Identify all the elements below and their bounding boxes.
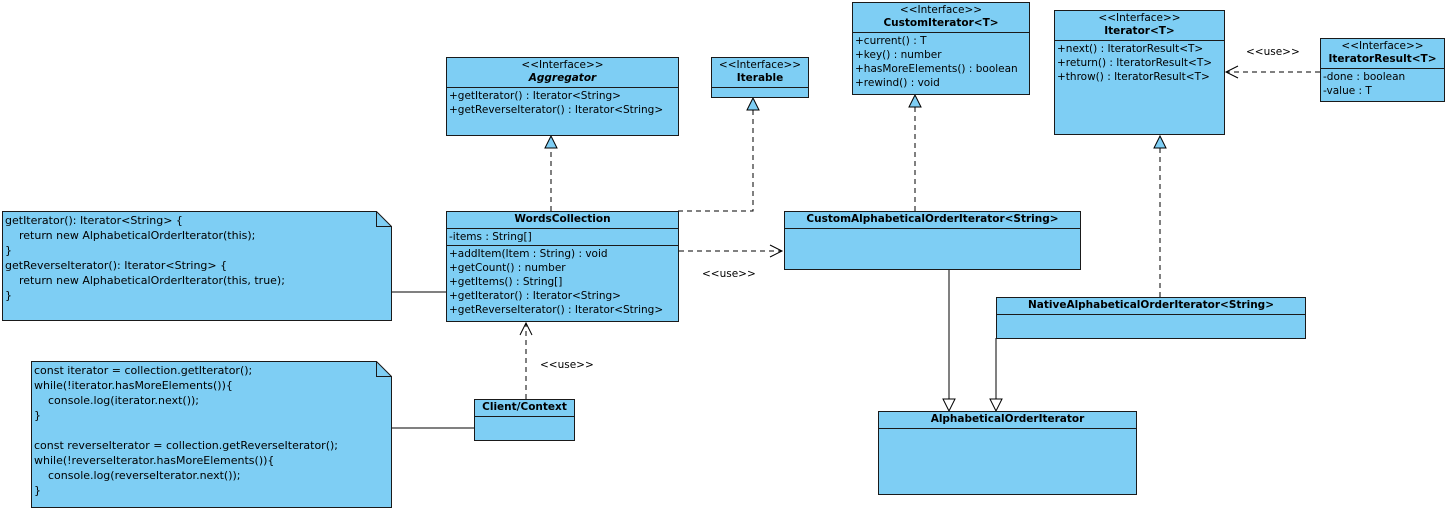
class-header: <<Interface>> CustomIterator<T> [853, 3, 1029, 33]
class-custom-alphabetical-order-iterator[interactable]: CustomAlphabeticalOrderIterator<String> [784, 211, 1081, 270]
stereotype: <<Interface>> [521, 59, 604, 71]
class-name: AlphabeticalOrderIterator [930, 413, 1085, 425]
stereotype: <<Interface>> [1098, 12, 1181, 24]
class-name: CustomIterator<T> [883, 17, 999, 29]
realization-arrowhead [908, 93, 922, 108]
use-label-iterator-result: <<use>> [1246, 46, 1300, 58]
methods-section: +getIterator() : Iterator<String> +getRe… [447, 88, 678, 118]
class-name: IteratorResult<T> [1328, 53, 1437, 65]
class-header: <<Interface>> Iterable [712, 58, 808, 88]
attributes-section: -done : boolean -value : T [1321, 69, 1444, 99]
class-header: CustomAlphabeticalOrderIterator<String> [785, 212, 1080, 229]
note-client-code[interactable]: const iterator = collection.getIterator(… [31, 361, 392, 508]
method: +throw() : IteratorResult<T> [1057, 71, 1210, 83]
method: +getReverseIterator() : Iterator<String> [449, 104, 664, 116]
class-name: Iterator<T> [1104, 25, 1175, 37]
class-name: CustomAlphabeticalOrderIterator<String> [806, 213, 1059, 225]
dependency-arrowhead [519, 321, 533, 336]
method: +getIterator() : Iterator<String> [449, 290, 621, 302]
method: +current() : T [855, 35, 927, 47]
realization-arrowhead [746, 96, 760, 111]
class-iterator[interactable]: <<Interface>> Iterator<T> +next() : Iter… [1054, 10, 1225, 135]
method: +return() : IteratorResult<T> [1057, 57, 1213, 69]
class-name: WordsCollection [514, 213, 611, 225]
class-header: Client/Context [475, 400, 574, 417]
note-shape [2, 211, 392, 321]
method: +rewind() : void [855, 77, 940, 89]
class-native-alphabetical-order-iterator[interactable]: NativeAlphabeticalOrderIterator<String> [996, 297, 1306, 339]
class-header: <<Interface>> Aggregator [447, 58, 678, 88]
note-text: getIterator(): Iterator<String> { return… [5, 214, 285, 302]
class-aggregator[interactable]: <<Interface>> Aggregator +getIterator() … [446, 57, 679, 136]
class-name: Client/Context [482, 401, 567, 413]
class-header: <<Interface>> Iterator<T> [1055, 11, 1224, 41]
method: +getIterator() : Iterator<String> [449, 90, 621, 102]
attributes-section: -items : String[] [447, 229, 678, 246]
class-words-collection[interactable]: WordsCollection -items : String[] +addIt… [446, 211, 679, 322]
method: +getCount() : number [449, 262, 566, 274]
class-header: NativeAlphabeticalOrderIterator<String> [997, 298, 1305, 315]
dependency-arrowhead [1224, 65, 1239, 79]
realization-arrowhead [544, 134, 558, 149]
stereotype: <<Interface>> [899, 4, 983, 16]
method: +getItems() : String[] [449, 276, 563, 288]
class-custom-iterator[interactable]: <<Interface>> CustomIterator<T> +current… [852, 2, 1030, 95]
generalization-arrowhead [942, 398, 956, 413]
method: +key() : number [855, 49, 942, 61]
generalization-arrowhead [989, 398, 1003, 413]
class-header: <<Interface>> IteratorResult<T> [1321, 39, 1444, 69]
method: +hasMoreElements() : boolean [855, 63, 1018, 75]
class-name: Iterable [736, 72, 784, 84]
class-name: Aggregator [528, 72, 597, 84]
dependency-arrowhead [769, 244, 784, 258]
class-name: NativeAlphabeticalOrderIterator<String> [1027, 299, 1274, 311]
class-client-context[interactable]: Client/Context [474, 399, 575, 441]
class-header: AlphabeticalOrderIterator [879, 412, 1136, 429]
realization-arrowhead [1153, 134, 1167, 149]
class-iterable[interactable]: <<Interface>> Iterable [711, 57, 809, 98]
methods-section: +next() : IteratorResult<T> +return() : … [1055, 41, 1224, 85]
method: +addItem(Item : String) : void [449, 248, 608, 260]
use-label-client: <<use>> [540, 359, 594, 371]
attribute: -done : boolean [1323, 71, 1406, 83]
class-header: WordsCollection [447, 212, 678, 229]
attribute: -value : T [1323, 85, 1372, 97]
method: +next() : IteratorResult<T> [1057, 43, 1204, 55]
methods-section: +addItem(Item : String) : void +getCount… [447, 246, 678, 318]
class-iterator-result[interactable]: <<Interface>> IteratorResult<T> -done : … [1320, 38, 1445, 102]
note-iterator-methods[interactable]: getIterator(): Iterator<String> { return… [2, 211, 392, 321]
realization-words-to-iterable [678, 110, 754, 212]
stereotype: <<Interface>> [718, 59, 802, 71]
note-shape [31, 361, 392, 508]
class-alphabetical-order-iterator[interactable]: AlphabeticalOrderIterator [878, 411, 1137, 495]
use-label-custom-alpha: <<use>> [702, 268, 756, 280]
methods-section: +current() : T +key() : number +hasMoreE… [853, 33, 1029, 91]
attribute: -items : String[] [449, 231, 532, 243]
method: +getReverseIterator() : Iterator<String> [449, 304, 664, 316]
note-text: const iterator = collection.getIterator(… [34, 364, 338, 497]
stereotype: <<Interface>> [1341, 40, 1424, 52]
